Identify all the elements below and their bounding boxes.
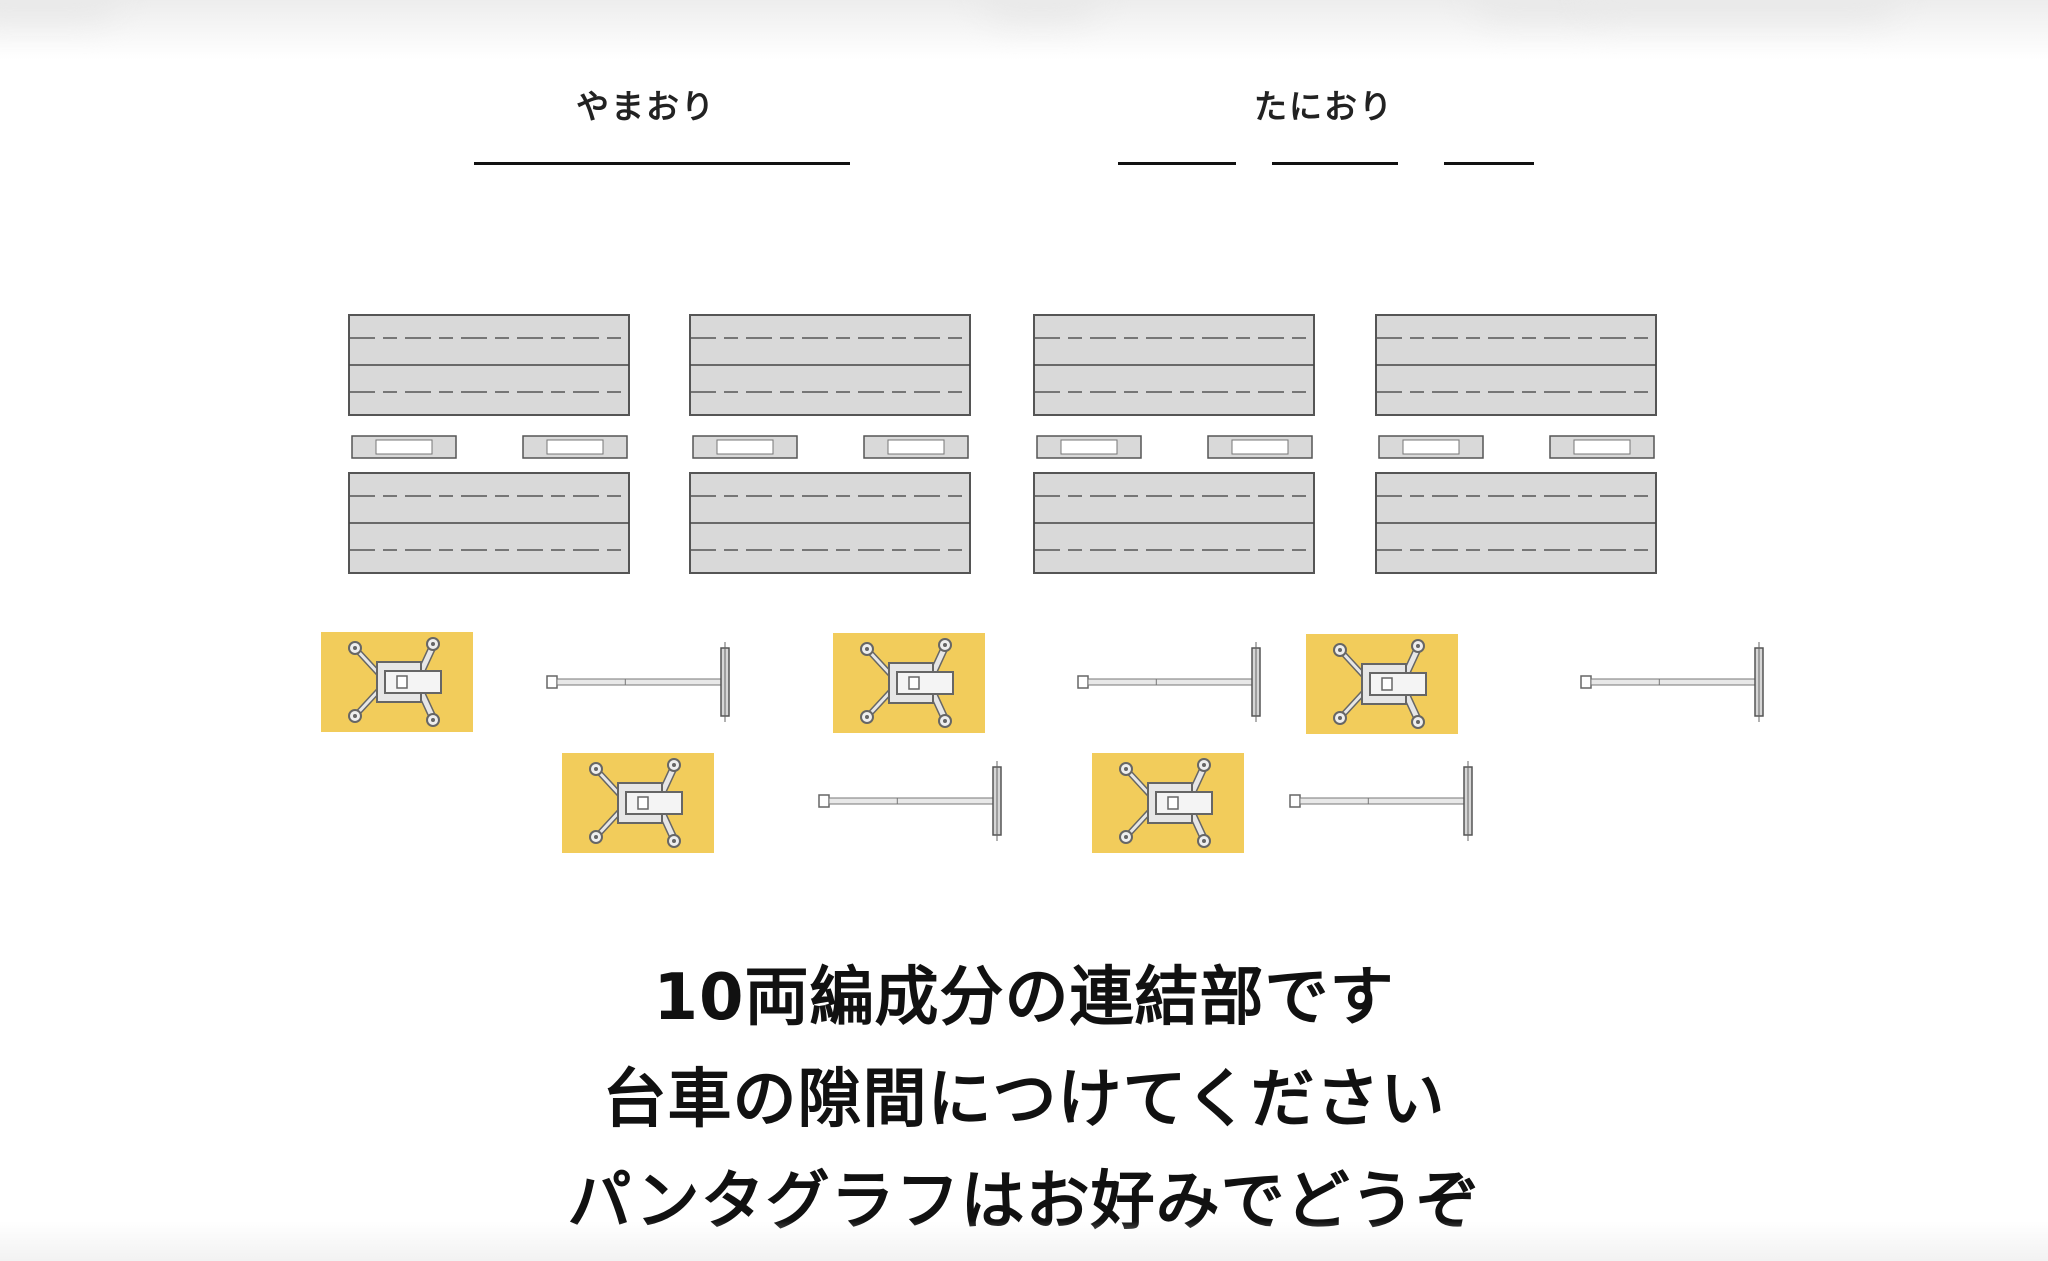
- mountain-fold-line: [474, 162, 850, 165]
- gangway-strip-icon: [351, 435, 457, 459]
- gangway-panel-icon: [1375, 314, 1657, 416]
- gangway-panel-icon: [1033, 314, 1315, 416]
- gangway-panel-icon: [348, 314, 630, 416]
- valley-fold-line: [1118, 162, 1236, 165]
- gangway-strip-icon: [692, 435, 798, 459]
- valley-fold-line: [1272, 162, 1398, 165]
- coupler-rod-icon: [1289, 761, 1473, 841]
- caption-line-1: 10両編成分の連結部です: [653, 961, 1395, 1035]
- coupler-rod-icon: [1077, 642, 1261, 722]
- gangway-strip-icon: [522, 435, 628, 459]
- pantograph-icon: [562, 753, 714, 853]
- gangway-strip-icon: [1549, 435, 1655, 459]
- caption-line-2: 台車の隙間につけてください: [602, 1063, 1446, 1137]
- mountain-fold-label: やまおり: [576, 87, 716, 126]
- top-shadow-blob: [1580, 0, 1900, 20]
- gangway-strip-icon: [1036, 435, 1142, 459]
- coupler-rod-icon: [1580, 642, 1764, 722]
- gangway-panel-icon: [1375, 472, 1657, 574]
- pantograph-icon: [321, 632, 473, 732]
- gangway-strip-icon: [1378, 435, 1484, 459]
- top-shadow-blob: [980, 0, 1100, 20]
- top-shadow-blob: [1470, 0, 1610, 20]
- valley-fold-label: たにおり: [1254, 87, 1394, 126]
- gangway-panel-icon: [348, 472, 630, 574]
- pantograph-icon: [1092, 753, 1244, 853]
- coupler-rod-icon: [546, 642, 730, 722]
- parts-diagram: [321, 314, 1764, 853]
- bottom-shade: [0, 1221, 2048, 1261]
- top-shadow-blob: [0, 0, 120, 20]
- gangway-strip-icon: [1207, 435, 1313, 459]
- gangway-strip-icon: [863, 435, 969, 459]
- pantograph-icon: [1306, 634, 1458, 734]
- coupler-rod-icon: [818, 761, 1002, 841]
- gangway-panel-icon: [1033, 472, 1315, 574]
- gangway-panel-icon: [689, 314, 971, 416]
- valley-fold-line: [1444, 162, 1534, 165]
- gangway-panel-icon: [689, 472, 971, 574]
- pantograph-icon: [833, 633, 985, 733]
